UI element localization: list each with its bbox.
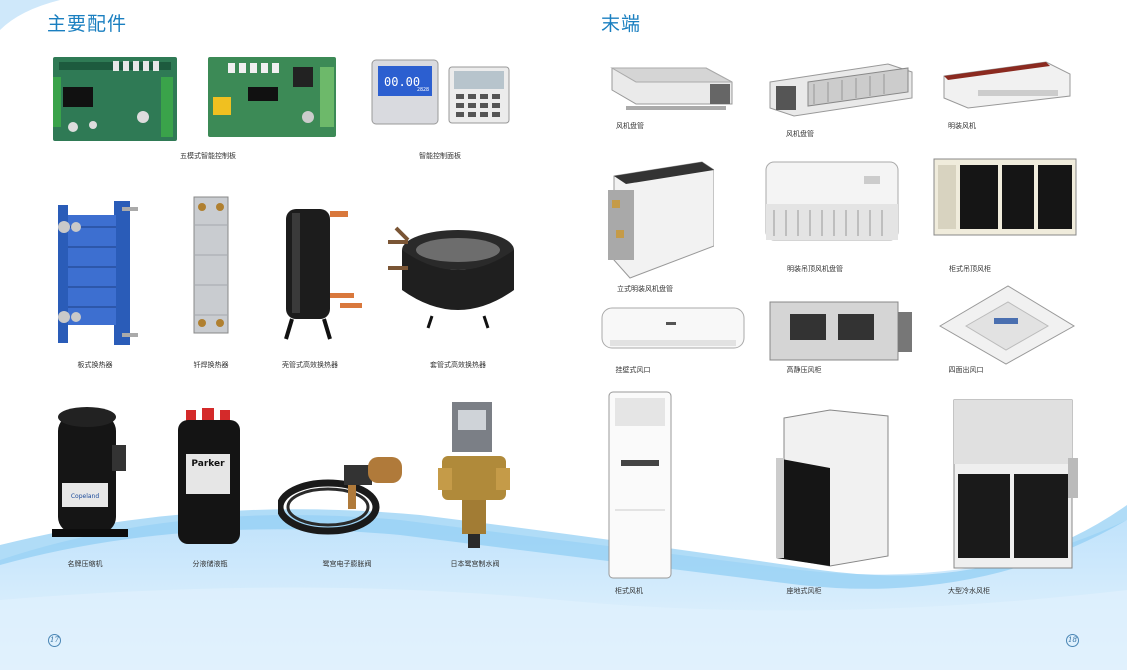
caption-exposed-fan: 明装风机 <box>948 122 976 130</box>
electronic-expansion-valve-image <box>278 457 402 535</box>
caption-wall-mounted-unit: 挂壁式风口 <box>615 366 651 374</box>
caption-fan-coil-1: 风机盘管 <box>616 122 644 130</box>
left-page-title: 主要配件 <box>47 13 128 35</box>
compressor-brand-label: Copeland <box>71 493 100 500</box>
caption-fan-coil-2: 风机盘管 <box>786 130 814 138</box>
receiver-brand-label: Parker <box>191 459 225 469</box>
four-way-outlet-image <box>939 285 1075 365</box>
caption-coaxial-heat-exchanger: 套管式高效换热器 <box>430 361 486 369</box>
fan-coil-image-1 <box>610 67 733 110</box>
control-panel-image-1: 00.00 2828 <box>371 59 439 125</box>
vertical-fan-coil-image <box>608 161 714 279</box>
caption-five-mode-control-board: 五模式智能控制板 <box>180 152 236 160</box>
cabinet-fan-image <box>608 391 672 579</box>
panel-display-small-text: 2828 <box>417 87 429 93</box>
caption-electronic-expansion-valve: 鹭宫电子膨胀阀 <box>322 560 372 568</box>
shell-tube-heat-exchanger-image <box>284 209 362 340</box>
caption-smart-control-panel: 智能控制面板 <box>419 152 461 160</box>
caption-shell-tube-heat-exchanger: 壳管式高效换热器 <box>282 361 338 369</box>
caption-compressor: 名牌压缩机 <box>67 560 103 568</box>
high-static-unit-image <box>769 301 912 361</box>
ceiling-fan-coil-image <box>765 161 899 241</box>
water-valve-image <box>438 402 510 548</box>
plate-heat-exchanger-image <box>58 201 138 345</box>
control-board-image-2 <box>208 57 336 137</box>
caption-water-valve: 日本鹭宫制水阀 <box>450 560 500 568</box>
caption-vertical-fan-coil: 立式明装风机盘管 <box>617 285 673 293</box>
caption-cabinet-fan: 柜式风机 <box>615 587 643 595</box>
floor-standing-unit-image <box>776 409 889 567</box>
caption-brazed-heat-exchanger: 钎焊换热器 <box>193 361 229 369</box>
caption-receiver: 分液储液瓶 <box>192 560 228 568</box>
panel-display-text: 00.00 <box>384 75 420 89</box>
right-page-number: 18 <box>1066 634 1079 647</box>
caption-large-chilled-water-unit: 大型冷水风柜 <box>948 587 990 595</box>
caption-high-static-unit: 高静压风柜 <box>786 366 822 374</box>
brazed-heat-exchanger-image <box>193 196 229 334</box>
compressor-image: Copeland <box>52 407 128 537</box>
large-chilled-water-unit-image <box>953 399 1078 569</box>
cabinet-ceiling-unit-image <box>933 158 1077 236</box>
receiver-image: Parker <box>178 408 240 544</box>
control-panel-image-2 <box>448 66 510 124</box>
right-page-title: 末端 <box>601 13 642 35</box>
wall-mounted-unit-image <box>601 307 745 349</box>
fan-coil-image-2 <box>769 63 913 117</box>
control-board-image-1 <box>53 57 177 141</box>
caption-floor-standing-unit: 座地式风柜 <box>786 587 822 595</box>
exposed-fan-image <box>943 61 1071 109</box>
caption-ceiling-fan-coil: 明装吊顶风机盘管 <box>787 265 843 273</box>
caption-plate-heat-exchanger: 板式换热器 <box>77 361 113 369</box>
caption-cabinet-ceiling-unit: 柜式吊顶风柜 <box>949 265 991 273</box>
coaxial-heat-exchanger-image <box>388 226 514 329</box>
left-page-number: 17 <box>48 634 61 647</box>
caption-four-way-outlet: 四面出风口 <box>948 366 984 374</box>
